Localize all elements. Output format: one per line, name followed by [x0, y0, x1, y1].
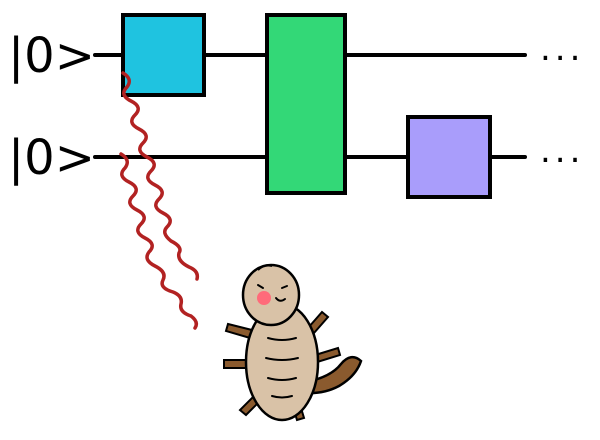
noise-wave-2 [119, 152, 199, 330]
continuation-dots-0: ... [540, 29, 584, 69]
bug-head [241, 263, 301, 327]
noise-wave-1 [121, 71, 200, 281]
bug-eye-right [281, 285, 288, 289]
gate-c [406, 115, 492, 199]
bug-creature [223, 263, 363, 422]
bug-cheek [257, 291, 271, 305]
bug-eye-left [257, 284, 264, 289]
bug-segments [265, 337, 299, 399]
bug-tail [304, 355, 363, 395]
continuation-dots-1: ... [540, 131, 584, 171]
gate-b [265, 13, 347, 195]
qubit-label-1: |0> [8, 130, 95, 186]
qubit-label-0: |0> [8, 28, 95, 84]
gate-a [121, 13, 206, 97]
bug-antenna [257, 264, 273, 271]
bug-mouth [275, 297, 286, 302]
